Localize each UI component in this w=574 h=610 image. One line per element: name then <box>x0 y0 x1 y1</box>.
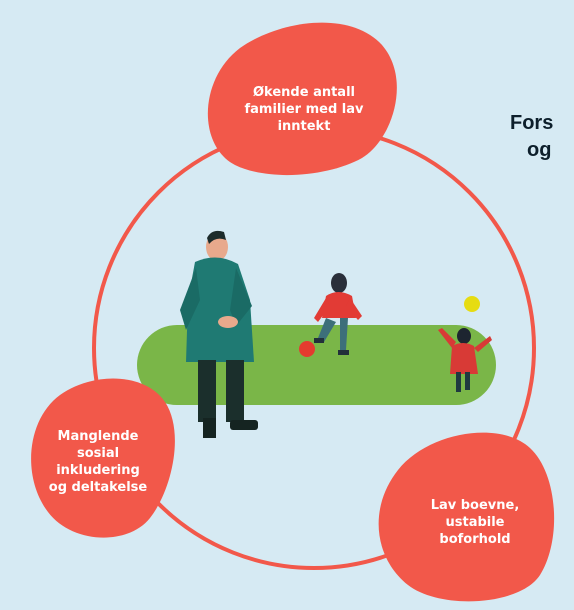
page-heading: Fors og <box>510 110 553 164</box>
factor-label-housing: Lav boevne, ustabile boforhold <box>430 498 520 547</box>
factor-label-low-income: Økende antall familier med lav inntekt <box>244 85 364 134</box>
red-ball <box>299 341 315 357</box>
blob-right <box>378 432 555 602</box>
adult-figure <box>180 230 258 438</box>
factor-label-social-inclusion: Manglende sosial inkludering og deltakel… <box>48 429 148 495</box>
yellow-ball <box>464 296 480 312</box>
heading-line-1: Fors <box>510 112 554 134</box>
blob-top <box>207 22 397 176</box>
girl-figure <box>438 328 492 392</box>
boy-figure <box>314 273 362 355</box>
heading-line-2: og <box>527 139 552 161</box>
blob-left <box>31 378 175 538</box>
